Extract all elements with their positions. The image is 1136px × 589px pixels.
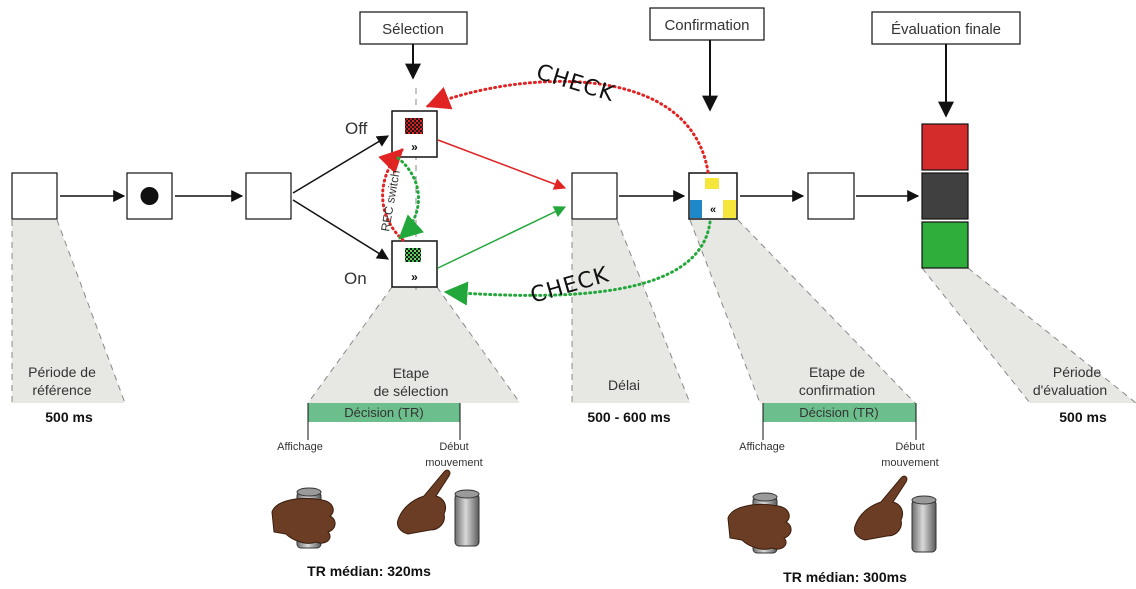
evaluation-duration: 500 ms xyxy=(1059,409,1107,425)
stage-selection-text: Sélection xyxy=(382,21,444,38)
delay-duration: 500 - 600 ms xyxy=(587,409,670,425)
check-loop-green xyxy=(443,220,712,306)
confirmation-end-label-1: Début xyxy=(895,441,924,453)
reference-label-1: Période de xyxy=(28,364,96,380)
check-top-label: CHECK xyxy=(533,60,617,107)
red-noise-stimulus-icon xyxy=(405,118,423,134)
selection-start-label: Affichage xyxy=(277,441,323,453)
confirmation-median-rt: TR médian: 300ms xyxy=(783,569,907,585)
forward-glyph: » xyxy=(411,140,418,154)
post-confirmation-box xyxy=(807,172,855,220)
forward-glyph: » xyxy=(411,270,418,284)
selection-on-box: » xyxy=(391,240,438,288)
confirmation-decision-bar: Décision (TR) xyxy=(762,403,917,440)
confirmation-end-label-2: mouvement xyxy=(881,457,938,469)
backward-glyph: « xyxy=(710,204,716,216)
selection-cone xyxy=(308,287,520,403)
confirmation-decision-text: Décision (TR) xyxy=(799,405,878,420)
evaluation-cone xyxy=(922,268,1136,403)
confirmation-start-label: Affichage xyxy=(739,441,785,453)
red-outcome-square xyxy=(921,123,969,171)
yellow-target-icon xyxy=(705,178,719,189)
confirmation-label-2: confirmation xyxy=(799,382,875,398)
delay-cone xyxy=(572,220,690,403)
yellow-side-target-icon xyxy=(723,200,736,218)
gray-outcome-square xyxy=(921,172,969,220)
green-outcome-square xyxy=(921,221,969,269)
selection-median-rt: TR médian: 320ms xyxy=(307,563,431,579)
stage-final-evaluation-text: Évaluation finale xyxy=(891,21,1001,38)
reference-cone xyxy=(12,220,125,403)
pointing-hand-icon xyxy=(397,469,480,547)
stage-selection-label: Sélection xyxy=(359,11,468,80)
grasping-hand-icon xyxy=(271,487,336,549)
on-label: On xyxy=(344,269,367,288)
delay-box xyxy=(571,172,618,220)
delay-label: Délai xyxy=(608,377,640,393)
off-label: Off xyxy=(345,119,368,138)
confirmation-box: « xyxy=(688,172,738,220)
green-noise-stimulus-icon xyxy=(405,248,421,262)
blue-target-icon xyxy=(690,200,702,218)
evaluation-label-1: Période xyxy=(1053,364,1101,380)
confirmation-cone xyxy=(690,220,915,403)
confirmation-label-1: Etape de xyxy=(809,364,865,380)
selection-label-1: Etape xyxy=(393,365,430,381)
selection-off-box: » xyxy=(391,110,438,158)
grasping-hand-icon-2 xyxy=(727,492,792,554)
stage-confirmation-text: Confirmation xyxy=(664,17,749,34)
final-evaluation-stack xyxy=(921,123,969,269)
pointing-hand-icon-2 xyxy=(854,475,937,553)
fixation-dot-icon xyxy=(140,187,159,205)
selection-decision-bar: Décision (TR) xyxy=(307,403,461,440)
projection-cones xyxy=(11,219,1136,404)
selection-decision-text: Décision (TR) xyxy=(344,405,423,420)
stage-final-evaluation-label: Évaluation finale xyxy=(871,11,1021,118)
check-loop-red xyxy=(425,79,710,174)
selection-end-label-1: Début xyxy=(439,441,468,453)
selection-end-label-2: mouvement xyxy=(425,457,482,469)
reference-duration: 500 ms xyxy=(45,409,93,425)
reference-box xyxy=(11,172,58,220)
stage-confirmation-label: Confirmation xyxy=(649,7,765,112)
selection-label-2: de sélection xyxy=(374,383,449,399)
evaluation-label-2: d'évaluation xyxy=(1033,382,1107,398)
pre-selection-box xyxy=(245,172,292,220)
reference-label-2: référence xyxy=(32,382,91,398)
